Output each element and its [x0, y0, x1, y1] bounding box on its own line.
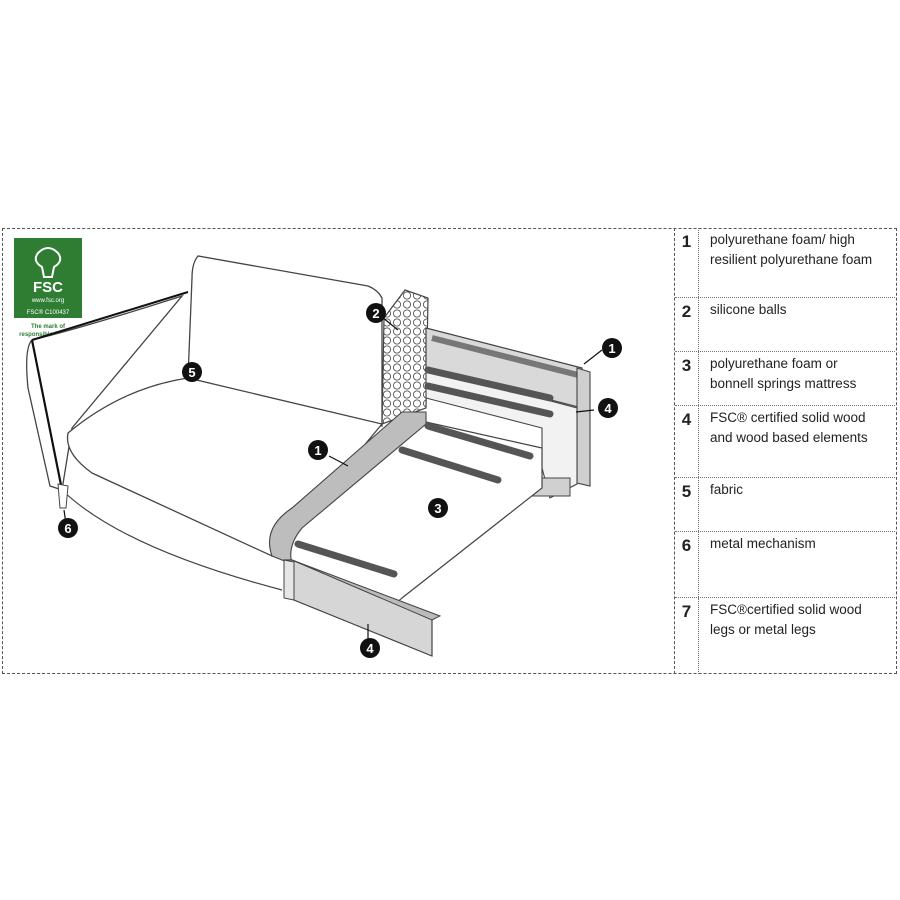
- legend-text: FSC®certified solid wood legs or metal l…: [710, 602, 862, 637]
- legend-row-2: 2 silicone balls: [675, 298, 895, 352]
- svg-text:4: 4: [604, 401, 612, 416]
- callout-3: 3: [428, 498, 448, 518]
- legend-row-4: 4 FSC® certified solid wood and wood bas…: [675, 406, 895, 478]
- logo-text: FSC: [33, 279, 63, 296]
- svg-text:2: 2: [372, 306, 379, 321]
- tree-icon: [34, 247, 62, 278]
- svg-text:1: 1: [314, 443, 321, 458]
- legend-text: fabric: [710, 482, 744, 497]
- svg-text:6: 6: [64, 521, 71, 536]
- legend-row-6: 6 metal mechanism: [675, 532, 895, 598]
- svg-text:4: 4: [366, 641, 374, 656]
- logo-tagline-1: The mark of: [31, 324, 66, 330]
- sofa-diagram: FSC www.fsc.org FSC® C100437 The mark of…: [2, 228, 674, 674]
- callout-4-bottom: 4: [360, 638, 380, 658]
- legend-text: silicone balls: [710, 302, 787, 317]
- legend-row-5: 5 fabric: [675, 478, 895, 532]
- silicone-balls-section: [381, 289, 429, 425]
- legend-table: 1 polyurethane foam/ high resilient poly…: [674, 228, 897, 674]
- svg-text:3: 3: [434, 501, 441, 516]
- fsc-logo: FSC www.fsc.org FSC® C100437 The mark of…: [14, 238, 82, 338]
- svg-text:5: 5: [188, 365, 195, 380]
- legend-number: 3: [675, 352, 699, 405]
- armrest: [26, 294, 184, 491]
- legend-text: metal mechanism: [710, 536, 816, 551]
- legend-number: 4: [675, 406, 699, 477]
- legend-number: 7: [675, 598, 699, 674]
- legend-number: 5: [675, 478, 699, 531]
- legend-text: polyurethane foam or bonnell springs mat…: [710, 356, 857, 391]
- callout-1-top: 1: [602, 338, 622, 358]
- callout-5: 5: [182, 362, 202, 382]
- callout-1-seat: 1: [308, 440, 328, 460]
- sofa-leg: [57, 483, 69, 509]
- legend-text: FSC® certified solid wood and wood based…: [710, 410, 868, 445]
- callout-4-right: 4: [598, 398, 618, 418]
- logo-url: www.fsc.org: [31, 298, 64, 304]
- logo-code: FSC® C100437: [27, 309, 70, 316]
- legend-number: 1: [675, 228, 699, 297]
- legend-text: polyurethane foam/ high resilient polyur…: [710, 232, 873, 267]
- legend-number: 6: [675, 532, 699, 597]
- seat-foam-strip: [268, 411, 427, 565]
- callout-2: 2: [366, 303, 386, 323]
- diagram-frame: [2, 228, 897, 674]
- legend-number: 2: [675, 298, 699, 351]
- legend-row-1: 1 polyurethane foam/ high resilient poly…: [675, 228, 895, 298]
- callout-6: 6: [58, 518, 78, 538]
- backrest: [187, 255, 383, 427]
- legend-row-7: 7 FSC®certified solid wood legs or metal…: [675, 598, 895, 674]
- svg-text:1: 1: [608, 341, 615, 356]
- legend-row-3: 3 polyurethane foam or bonnell springs m…: [675, 352, 895, 406]
